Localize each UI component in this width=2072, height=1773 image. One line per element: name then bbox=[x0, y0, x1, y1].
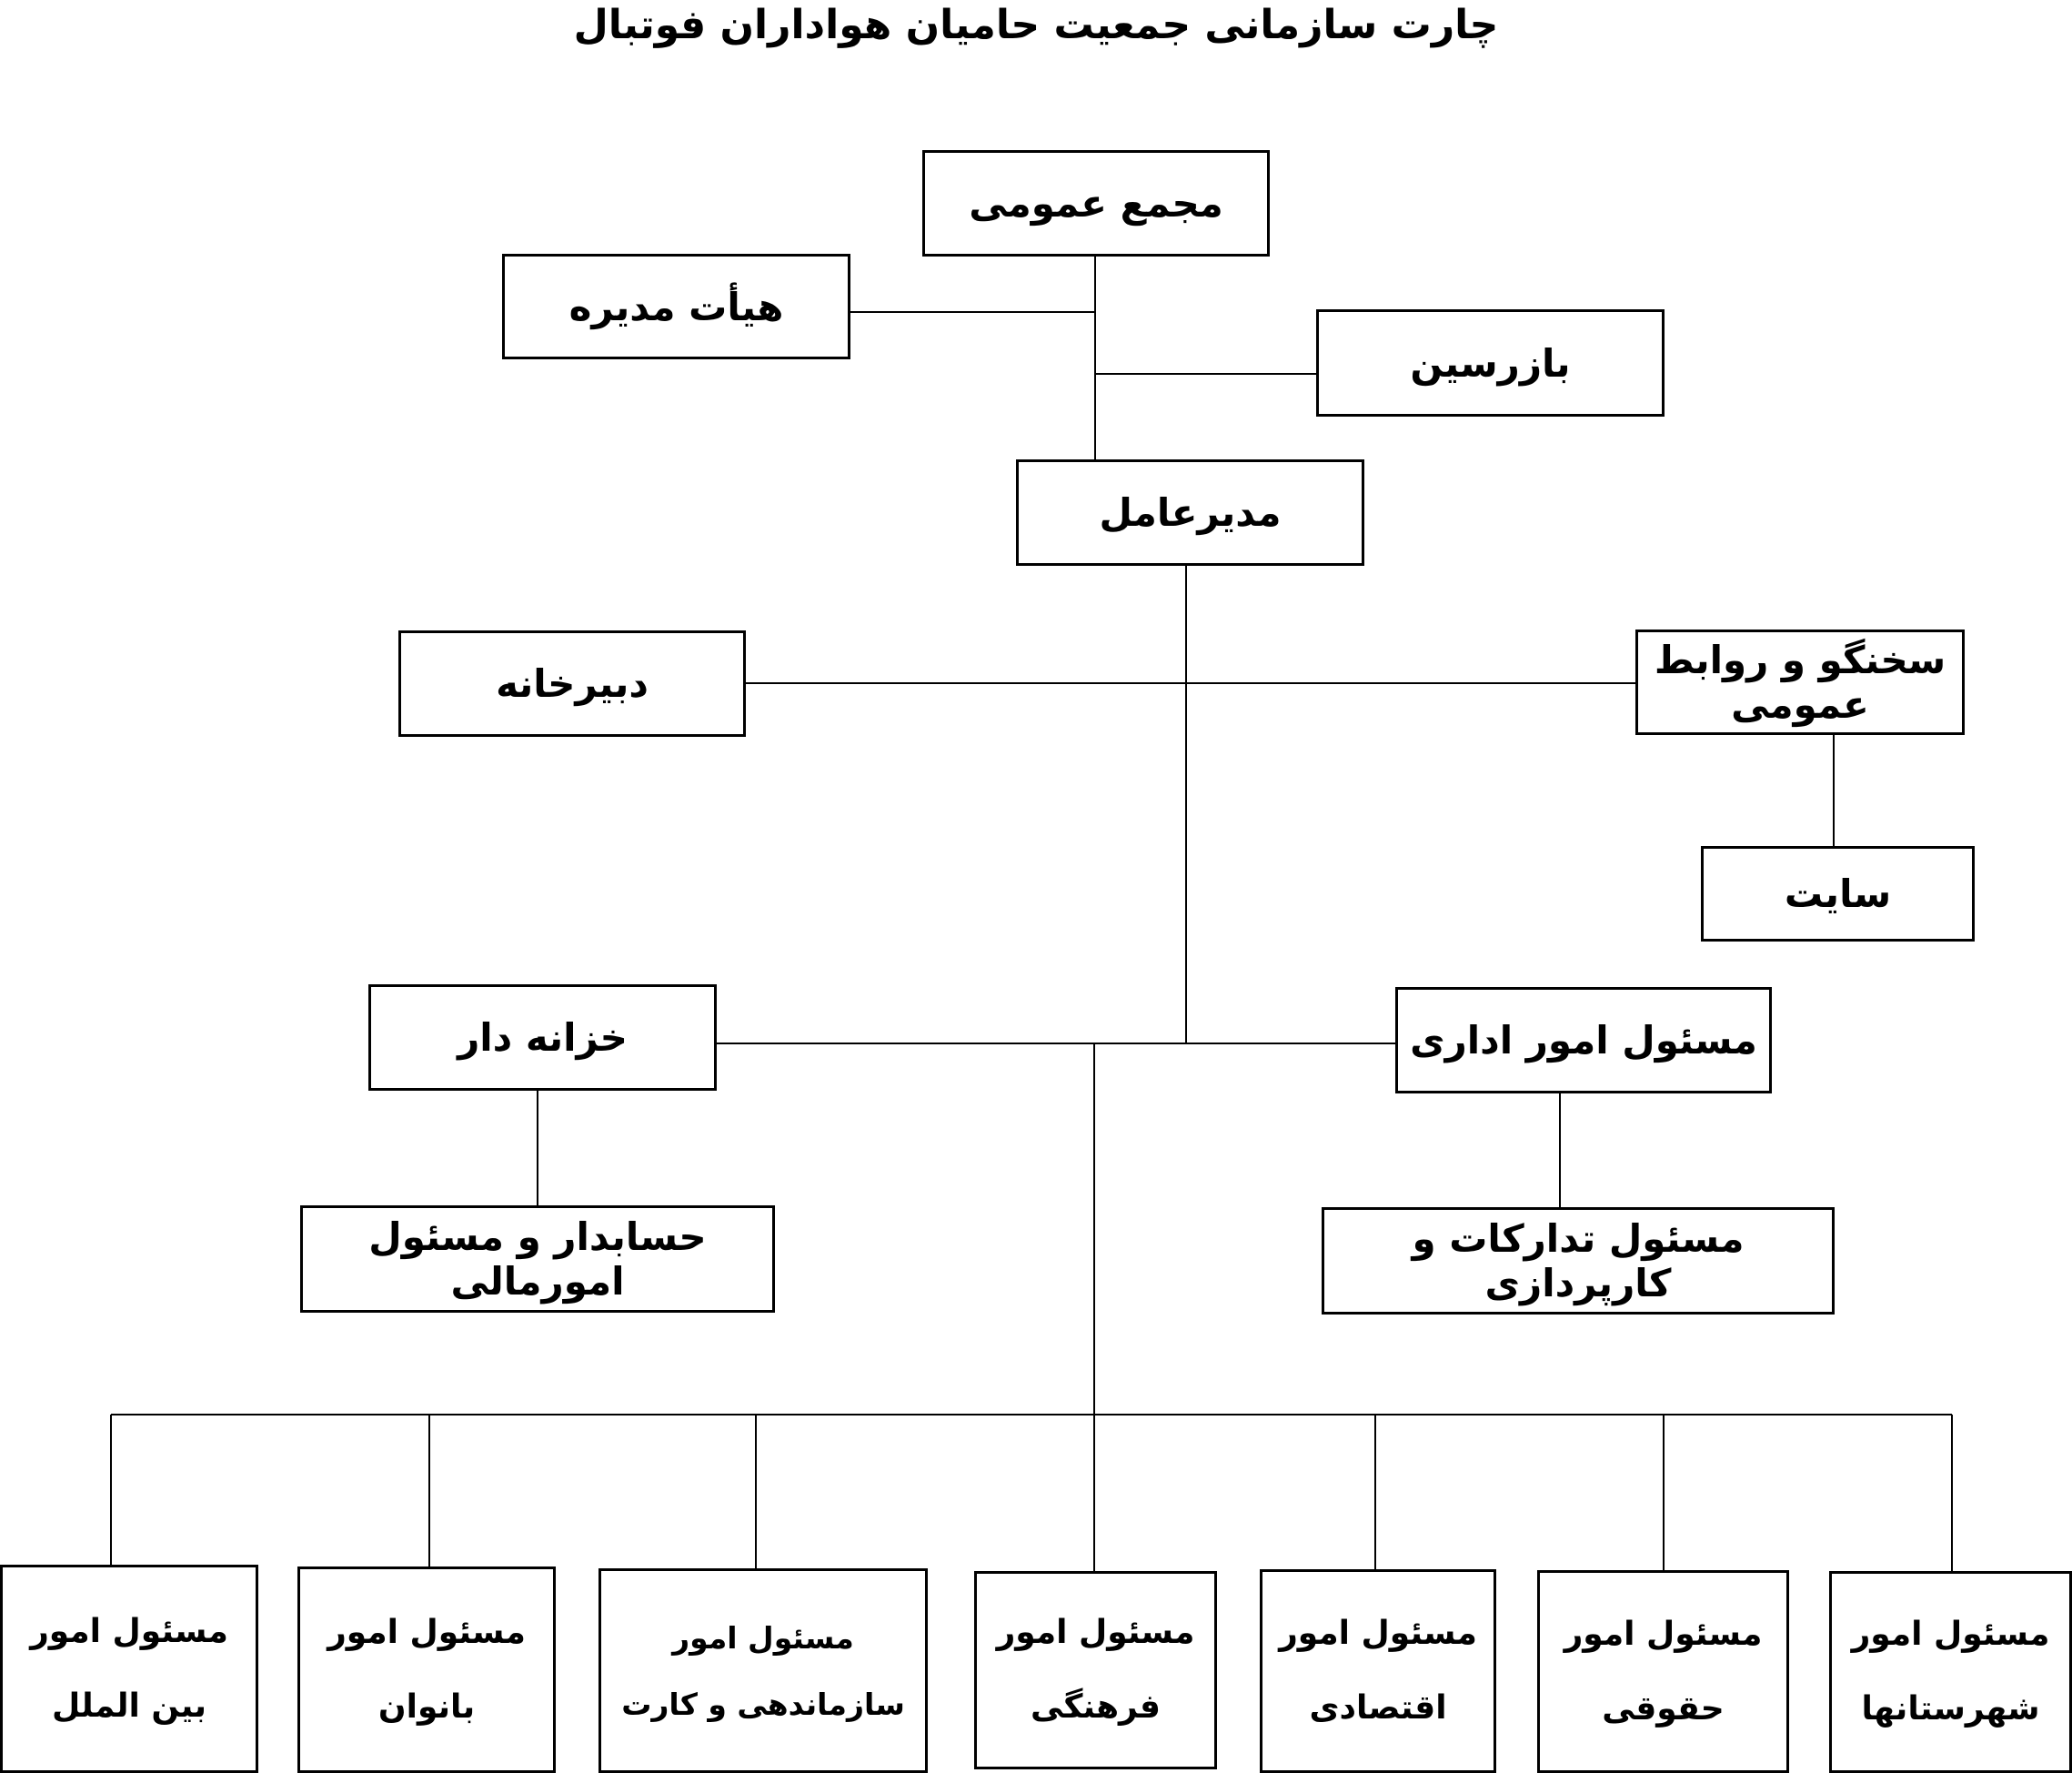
node-general-assembly: مجمع عمومی bbox=[922, 150, 1270, 257]
node-inspector: بازرسین bbox=[1316, 309, 1665, 417]
node-accountant: حسابدار و مسئول امورمالی bbox=[300, 1205, 775, 1313]
chart-title: چارت سازمانی جمعیت حامیان هواداران فوتبا… bbox=[573, 2, 1499, 48]
node-spokesperson: سخنگو و روابط عمومی bbox=[1635, 630, 1965, 735]
node-secretariat: دبیرخانه bbox=[398, 630, 746, 737]
node-ceo: مدیرعامل bbox=[1016, 459, 1364, 566]
node-treasurer: خزانه دار bbox=[368, 984, 717, 1091]
node-board: هیأت مدیره bbox=[502, 254, 850, 359]
node-site: سایت bbox=[1701, 846, 1975, 942]
node-procurement: مسئول تدارکات و کارپردازی bbox=[1322, 1207, 1835, 1315]
node-admin-affairs: مسئول امور اداری bbox=[1395, 987, 1772, 1093]
